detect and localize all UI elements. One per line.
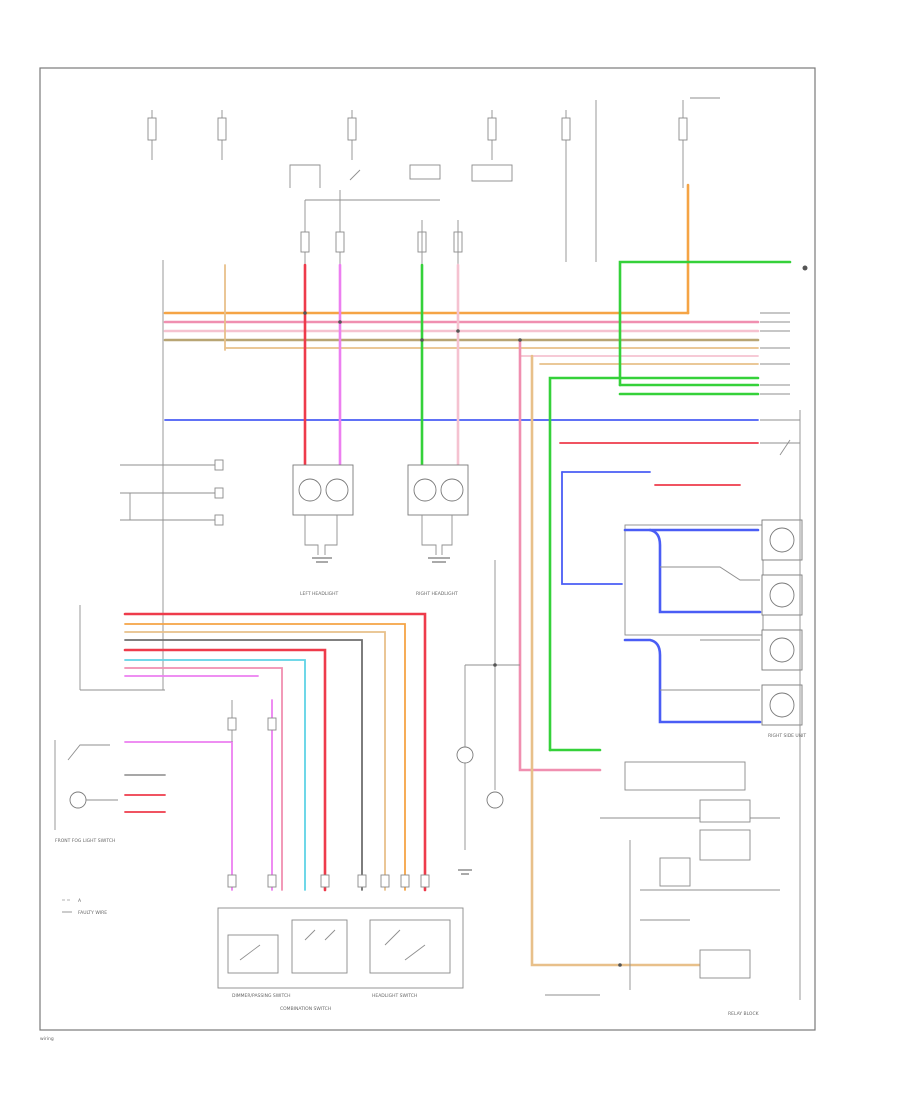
splice-dots: [303, 265, 808, 967]
right-lamp-2: [761, 574, 803, 616]
dimmer-switch-label: DIMMER/PASSING SWITCH: [232, 993, 291, 999]
horizontal-trunk-wires: [163, 183, 760, 444]
headlight-fuses: [300, 220, 463, 265]
right-side-unit-label: RIGHT SIDE UNIT: [768, 733, 806, 739]
legend-a: A: [78, 898, 82, 904]
headlight-switch-label: HEADLIGHT SWITCH: [372, 993, 417, 999]
left-headlight: LEFT HEADLIGHT: [292, 464, 354, 597]
right-headlight-label: RIGHT HEADLIGHT: [416, 591, 458, 597]
relay-block: RELAY BLOCK: [545, 761, 780, 1017]
page-footer-label: wiring: [40, 1036, 54, 1042]
right-lamp-assemblies: RIGHT SIDE UNIT: [623, 519, 806, 739]
legend: A FAULTY WIRE: [62, 898, 107, 916]
lower-connectors: [227, 874, 430, 888]
top-relay: [289, 164, 513, 265]
legend-b: FAULTY WIRE: [78, 910, 107, 916]
left-input-connectors: [120, 459, 224, 526]
combination-switch-block: DIMMER/PASSING SWITCH HEADLIGHT SWITCH C…: [217, 907, 464, 1012]
top-fuse-group: [147, 97, 720, 262]
right-headlight: RIGHT HEADLIGHT: [407, 464, 469, 597]
diagram-frame: [39, 67, 816, 1031]
relay-block-label: RELAY BLOCK: [728, 1011, 760, 1017]
lower-left-bundle: [79, 605, 427, 892]
center-lamp-column: [456, 560, 520, 875]
combination-switch-label: COMBINATION SWITCH: [280, 1006, 331, 1012]
right-trunk-wires: [518, 260, 792, 967]
left-headlight-label: LEFT HEADLIGHT: [300, 591, 339, 597]
fog-switch-area: FRONT FOG LIGHT SWITCH: [54, 699, 277, 891]
right-connector-ticks: [760, 312, 801, 1000]
fog-light-switch-label: FRONT FOG LIGHT SWITCH: [55, 838, 115, 844]
headlight-feed-wires: [224, 263, 460, 472]
